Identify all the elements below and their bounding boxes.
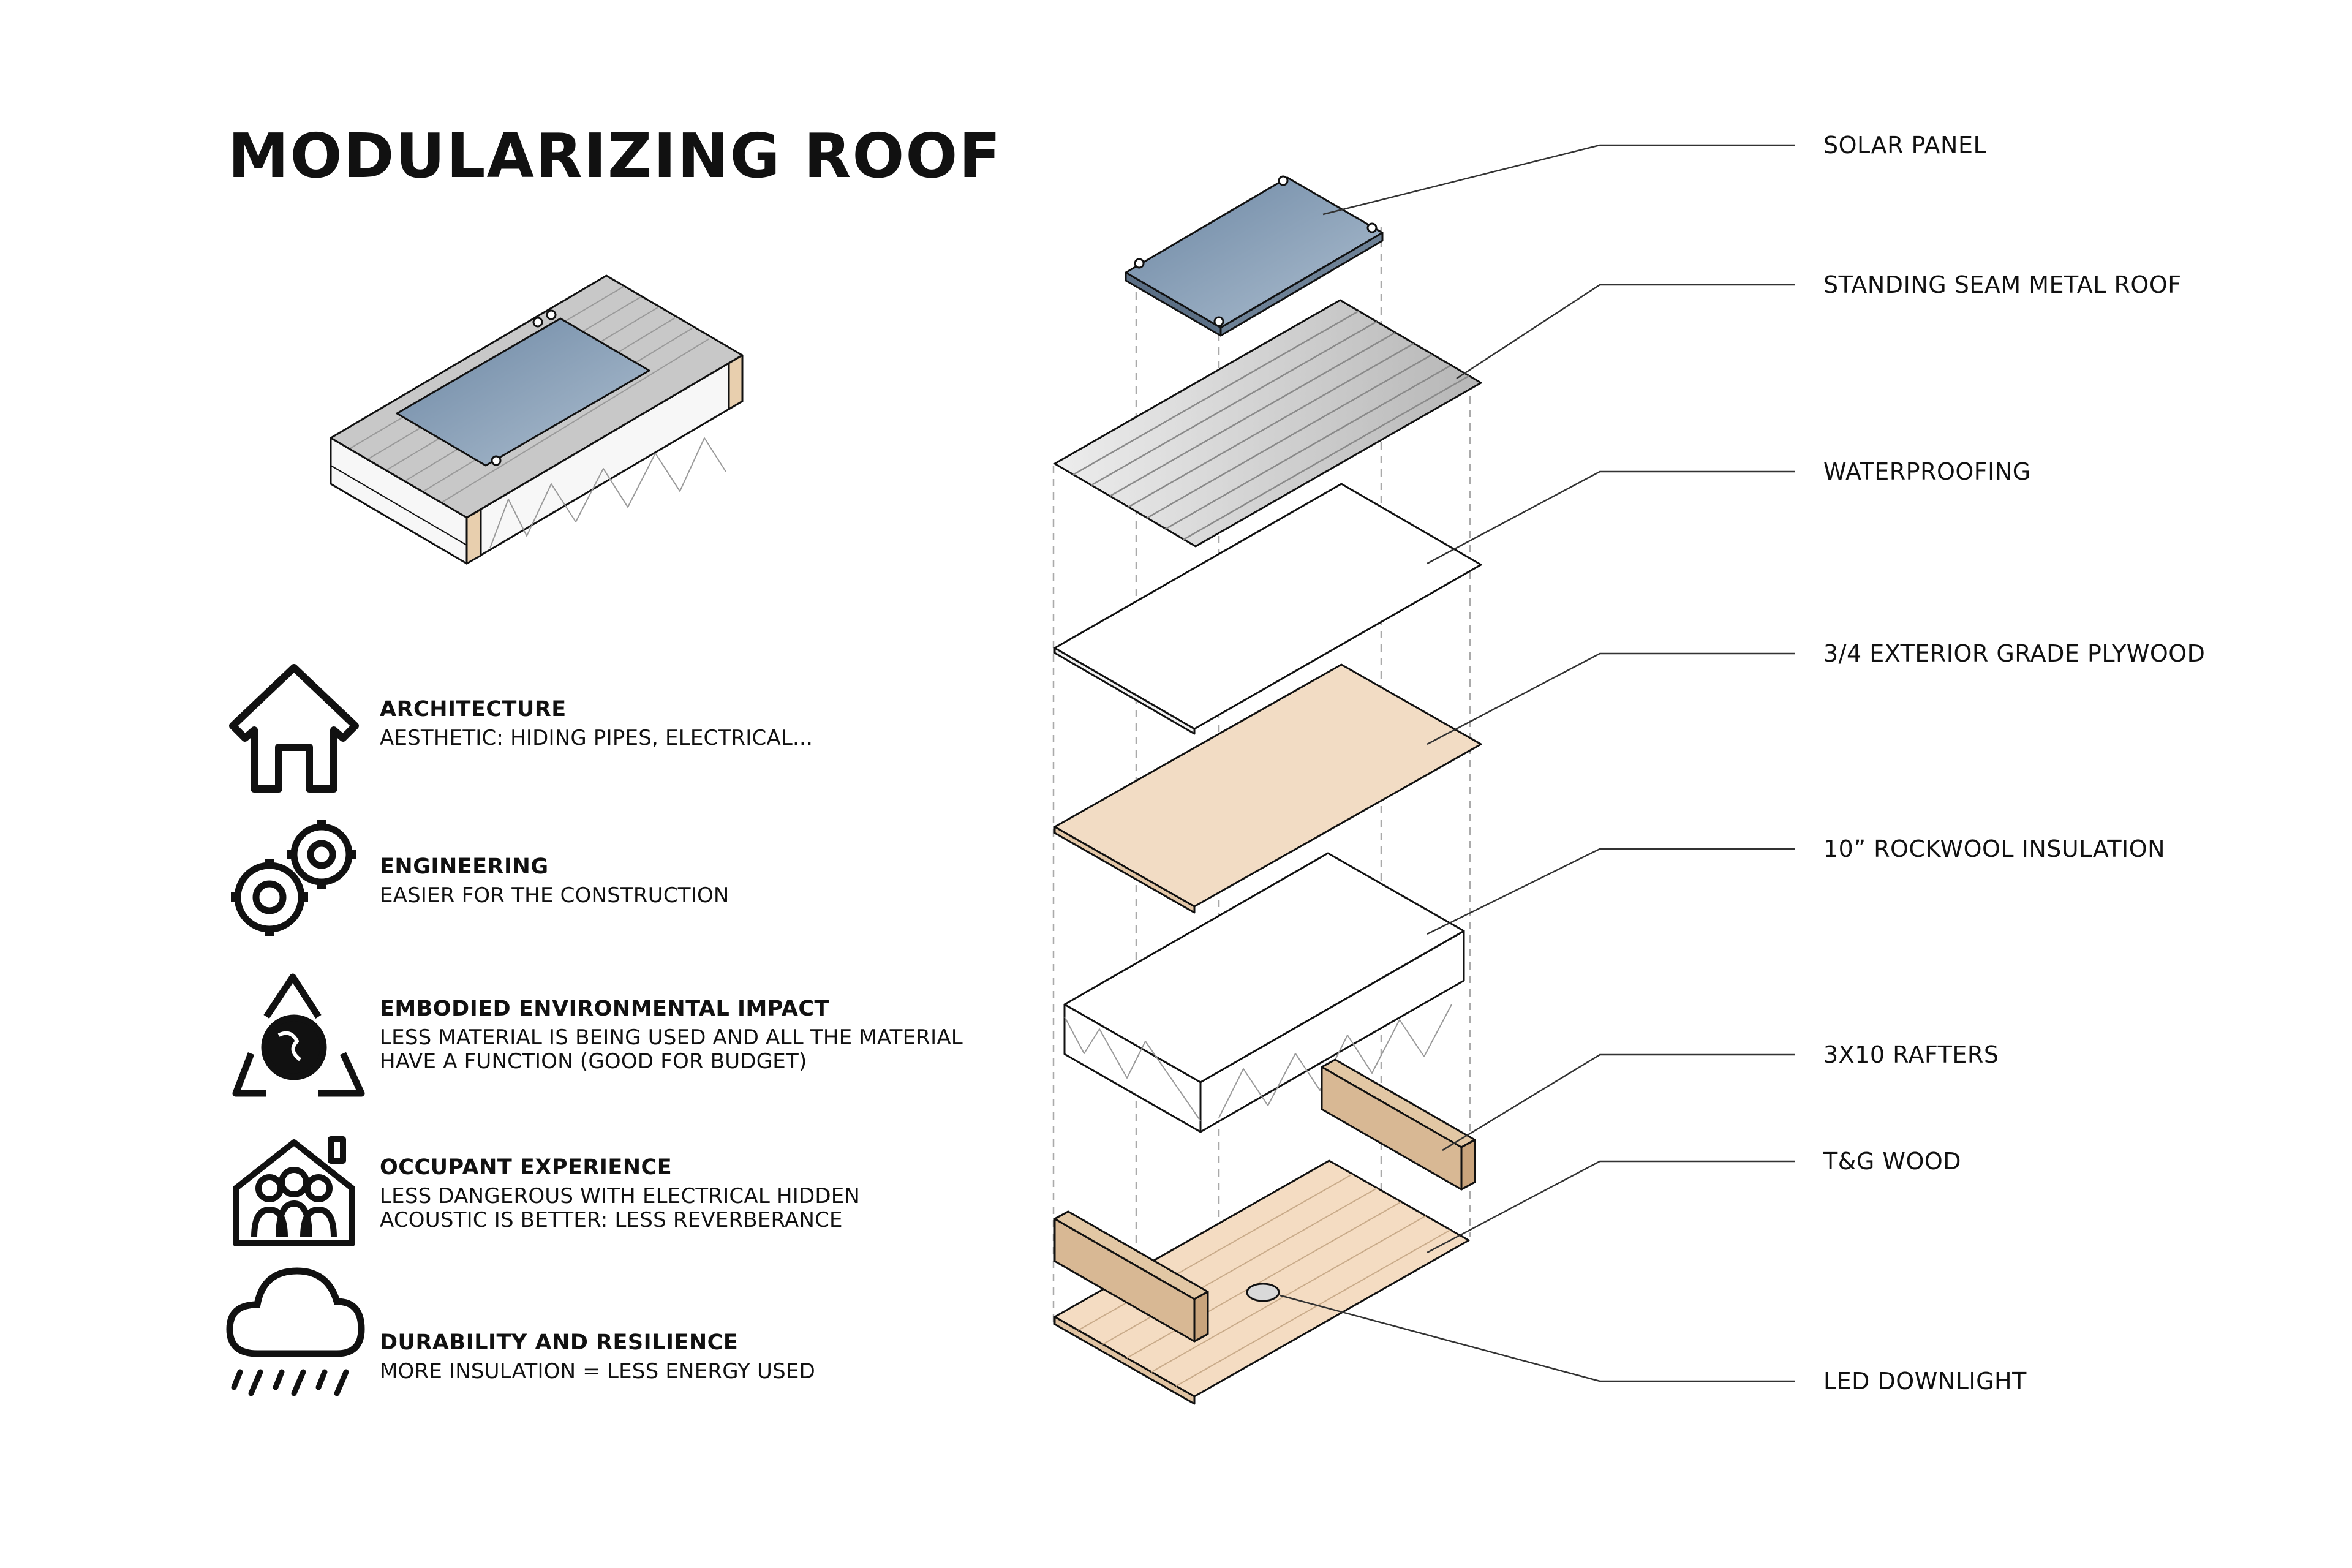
assembled-roof-module	[330, 274, 744, 565]
callout-waterproofing: WATERPROOFING	[1823, 458, 2031, 485]
page-title: MODULARIZING ROOF	[228, 120, 1002, 192]
benefit-engineering: ENGINEERING EASIER FOR THE CONSTRUCTION	[380, 854, 729, 908]
callout-solar-panel: SOLAR PANEL	[1823, 132, 1987, 159]
benefit-description: EASIER FOR THE CONSTRUCTION	[380, 883, 729, 908]
family-house-icon	[233, 1136, 355, 1246]
benefit-durability: DURABILITY AND RESILIENCE MORE INSULATIO…	[380, 1330, 815, 1384]
callout-rafters: 3X10 RAFTERS	[1823, 1041, 1999, 1068]
recycle-globe-icon	[232, 973, 365, 1097]
callout-tg-wood: T&G WOOD	[1823, 1148, 1962, 1175]
layer-metal-roof	[1054, 299, 1482, 548]
benefit-heading: EMBODIED ENVIRONMENTAL IMPACT	[380, 997, 829, 1021]
benefit-heading: ARCHITECTURE	[380, 697, 567, 722]
benefit-environmental-impact: EMBODIED ENVIRONMENTAL IMPACT LESS MATER…	[380, 997, 963, 1074]
benefit-description: LESS MATERIAL IS BEING USED AND ALL THE …	[380, 1025, 963, 1074]
benefit-architecture: ARCHITECTURE AESTHETIC: HIDING PIPES, EL…	[380, 697, 813, 750]
gears-icon	[231, 820, 356, 936]
callout-insulation: 10” ROCKWOOL INSULATION	[1823, 835, 2166, 862]
rain-cloud-icon	[226, 1267, 365, 1396]
callout-led-downlight: LED DOWNLIGHT	[1823, 1368, 2027, 1395]
benefit-description: AESTHETIC: HIDING PIPES, ELECTRICAL...	[380, 726, 813, 751]
benefit-occupant-experience: OCCUPANT EXPERIENCE LESS DANGEROUS WITH …	[380, 1155, 860, 1232]
led-downlight	[1246, 1283, 1280, 1302]
module-solar-panel	[396, 317, 650, 467]
layer-solar-panel	[1125, 175, 1384, 337]
leader-lines	[1280, 144, 1795, 1382]
benefit-heading: DURABILITY AND RESILIENCE	[380, 1330, 739, 1355]
layer-plywood	[1054, 663, 1482, 914]
callout-plywood: 3/4 EXTERIOR GRADE PLYWOOD	[1823, 640, 2206, 667]
benefit-heading: OCCUPANT EXPERIENCE	[380, 1155, 673, 1180]
benefit-description: MORE INSULATION = LESS ENERGY USED	[380, 1359, 815, 1384]
layer-tg-wood	[1054, 1159, 1470, 1405]
layer-insulation	[1063, 852, 1465, 1133]
benefit-description: LESS DANGEROUS WITH ELECTRICAL HIDDEN AC…	[380, 1184, 861, 1233]
benefit-heading: ENGINEERING	[380, 854, 549, 879]
layer-waterproofing	[1054, 483, 1482, 735]
callout-metal-roof: STANDING SEAM METAL ROOF	[1823, 271, 2182, 298]
house-icon	[229, 664, 359, 793]
